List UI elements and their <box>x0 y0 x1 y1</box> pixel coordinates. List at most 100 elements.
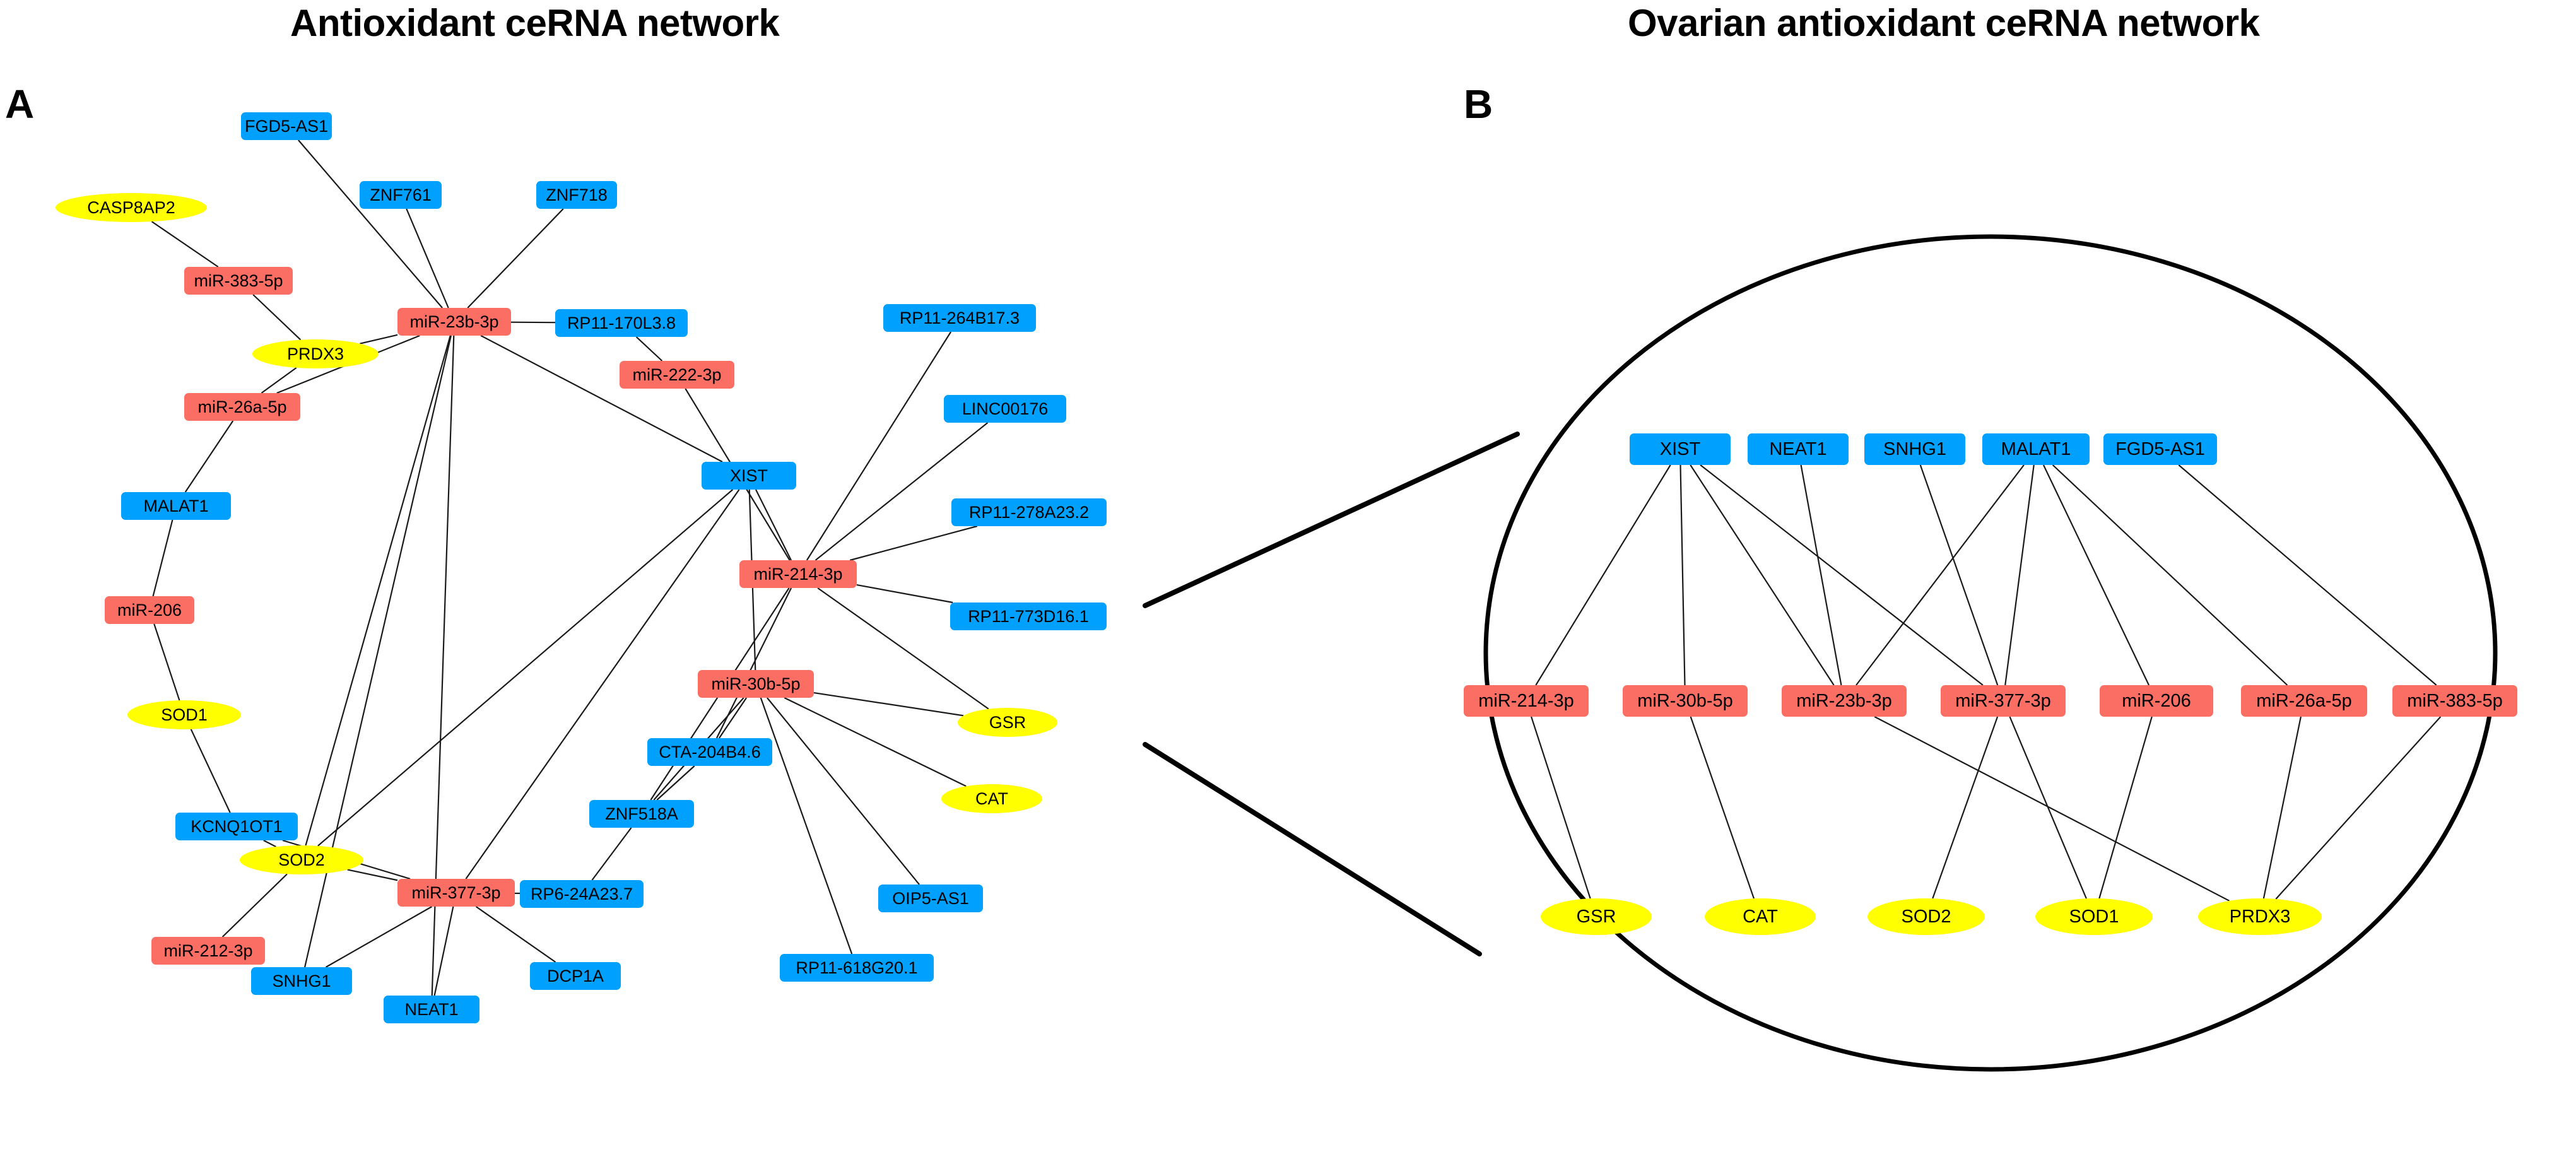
network-edge <box>2009 716 2087 899</box>
node-xist[interactable]: XIST <box>702 462 796 490</box>
network-edge <box>317 489 734 847</box>
node-snhg1[interactable]: SNHG1 <box>251 967 352 995</box>
node-label: RP11-278A23.2 <box>968 502 1090 522</box>
node-mir-23b-3p[interactable]: miR-23b-3p <box>1782 685 1907 717</box>
node-oip5-as1[interactable]: OIP5-AS1 <box>878 885 983 912</box>
node-xist[interactable]: XIST <box>1630 433 1731 465</box>
network-edge <box>2098 716 2153 899</box>
node-cat[interactable]: CAT <box>941 784 1042 813</box>
node-rp11-278a23-2[interactable]: RP11-278A23.2 <box>951 498 1107 526</box>
node-malat1[interactable]: MALAT1 <box>1982 433 2090 465</box>
network-edge <box>856 584 953 604</box>
panel-a-title: Antioxidant ceRNA network <box>290 2 780 44</box>
node-neat1[interactable]: NEAT1 <box>1748 433 1849 465</box>
network-edge <box>152 519 173 597</box>
node-znf518a[interactable]: ZNF518A <box>589 800 694 828</box>
node-rp11-170l3-8[interactable]: RP11-170L3.8 <box>555 309 688 337</box>
network-edge <box>2178 464 2437 686</box>
node-label: PRDX3 <box>286 344 344 363</box>
node-malat1[interactable]: MALAT1 <box>121 492 231 520</box>
network-edge <box>635 336 663 362</box>
node-mir-377-3p[interactable]: miR-377-3p <box>1941 685 2066 717</box>
node-mir-206[interactable]: miR-206 <box>2100 685 2213 717</box>
node-snhg1[interactable]: SNHG1 <box>1864 433 1965 465</box>
node-mir-212-3p[interactable]: miR-212-3p <box>151 937 265 965</box>
node-rp11-618g20-1[interactable]: RP11-618G20.1 <box>780 954 934 982</box>
node-label: MALAT1 <box>143 496 209 515</box>
network-edge <box>755 489 792 561</box>
node-label: miR-377-3p <box>411 883 501 902</box>
node-neat1[interactable]: NEAT1 <box>384 996 479 1023</box>
network-edge <box>2262 716 2302 899</box>
network-edge <box>1800 464 1842 686</box>
node-sod1[interactable]: SOD1 <box>2035 898 2153 935</box>
node-mir-214-3p[interactable]: miR-214-3p <box>739 560 857 588</box>
node-rp11-264b17-3[interactable]: RP11-264B17.3 <box>883 304 1036 332</box>
node-rp6-24a23-7[interactable]: RP6-24A23.7 <box>520 880 644 908</box>
node-znf718[interactable]: ZNF718 <box>536 181 617 209</box>
network-edge <box>2275 716 2442 900</box>
node-label: XIST <box>729 466 768 485</box>
node-label: SOD2 <box>1901 906 1951 927</box>
node-mir-214-3p[interactable]: miR-214-3p <box>1464 685 1589 717</box>
zoom-ellipse-outline <box>1483 234 2498 1072</box>
node-prdx3[interactable]: PRDX3 <box>252 339 379 368</box>
node-label: RP11-773D16.1 <box>968 606 1089 626</box>
node-sod2[interactable]: SOD2 <box>240 845 363 874</box>
node-mir-30b-5p[interactable]: miR-30b-5p <box>1623 685 1748 717</box>
node-rp11-773d16-1[interactable]: RP11-773D16.1 <box>950 603 1107 630</box>
network-edge <box>813 691 964 717</box>
node-mir-23b-3p[interactable]: miR-23b-3p <box>397 308 511 336</box>
node-label: OIP5-AS1 <box>892 888 969 908</box>
node-fgd5-as1[interactable]: FGD5-AS1 <box>2103 433 2217 465</box>
node-gsr[interactable]: GSR <box>958 708 1057 737</box>
node-label: ZNF761 <box>370 185 432 204</box>
node-label: miR-206 <box>2122 690 2191 711</box>
node-kcnq1ot1[interactable]: KCNQ1OT1 <box>175 813 298 840</box>
node-mir-383-5p[interactable]: miR-383-5p <box>2392 685 2517 717</box>
node-casp8ap2[interactable]: CASP8AP2 <box>56 193 207 222</box>
node-mir-30b-5p[interactable]: miR-30b-5p <box>698 670 814 698</box>
node-label: PRDX3 <box>2229 906 2291 927</box>
panel-a-letter: A <box>5 81 35 127</box>
node-label: miR-23b-3p <box>409 312 499 331</box>
node-label: XIST <box>1659 438 1701 459</box>
network-edge <box>406 208 449 309</box>
node-label: SOD1 <box>161 705 208 724</box>
node-linc00176[interactable]: LINC00176 <box>944 395 1066 423</box>
magnifier-connector-line <box>1143 432 1520 608</box>
node-prdx3[interactable]: PRDX3 <box>2198 898 2322 935</box>
node-znf761[interactable]: ZNF761 <box>360 181 442 209</box>
node-mir-377-3p[interactable]: miR-377-3p <box>397 879 515 907</box>
node-label: miR-214-3p <box>753 564 843 584</box>
network-edge <box>2042 464 2150 686</box>
node-mir-26a-5p[interactable]: miR-26a-5p <box>184 393 300 421</box>
network-edge <box>1874 716 2230 902</box>
node-label: DCP1A <box>546 966 604 985</box>
network-edge <box>305 335 451 846</box>
node-label: miR-214-3p <box>1478 690 1574 711</box>
node-gsr[interactable]: GSR <box>1541 898 1652 935</box>
network-edge <box>1690 464 1835 686</box>
node-label: FGD5-AS1 <box>2115 438 2205 459</box>
node-label: SOD1 <box>2069 906 2119 927</box>
node-dcp1a[interactable]: DCP1A <box>530 962 621 990</box>
node-sod1[interactable]: SOD1 <box>127 700 241 729</box>
node-mir-383-5p[interactable]: miR-383-5p <box>184 267 293 295</box>
node-sod2[interactable]: SOD2 <box>1867 898 1985 935</box>
node-fgd5-as1[interactable]: FGD5-AS1 <box>241 112 332 140</box>
network-edge <box>347 869 398 881</box>
node-label: miR-383-5p <box>2407 690 2503 711</box>
node-mir-222-3p[interactable]: miR-222-3p <box>620 361 734 389</box>
node-label: RP11-618G20.1 <box>796 958 918 977</box>
node-mir-26a-5p[interactable]: miR-26a-5p <box>2241 685 2367 717</box>
network-edge <box>153 623 180 701</box>
node-mir-206[interactable]: miR-206 <box>105 596 194 624</box>
node-cat[interactable]: CAT <box>1705 898 1816 935</box>
node-label: SNHG1 <box>272 971 331 991</box>
node-label: miR-212-3p <box>163 941 253 960</box>
node-label: RP6-24A23.7 <box>530 884 633 903</box>
network-edge <box>221 873 288 938</box>
node-cta-204b4-6[interactable]: CTA-204B4.6 <box>647 738 772 766</box>
